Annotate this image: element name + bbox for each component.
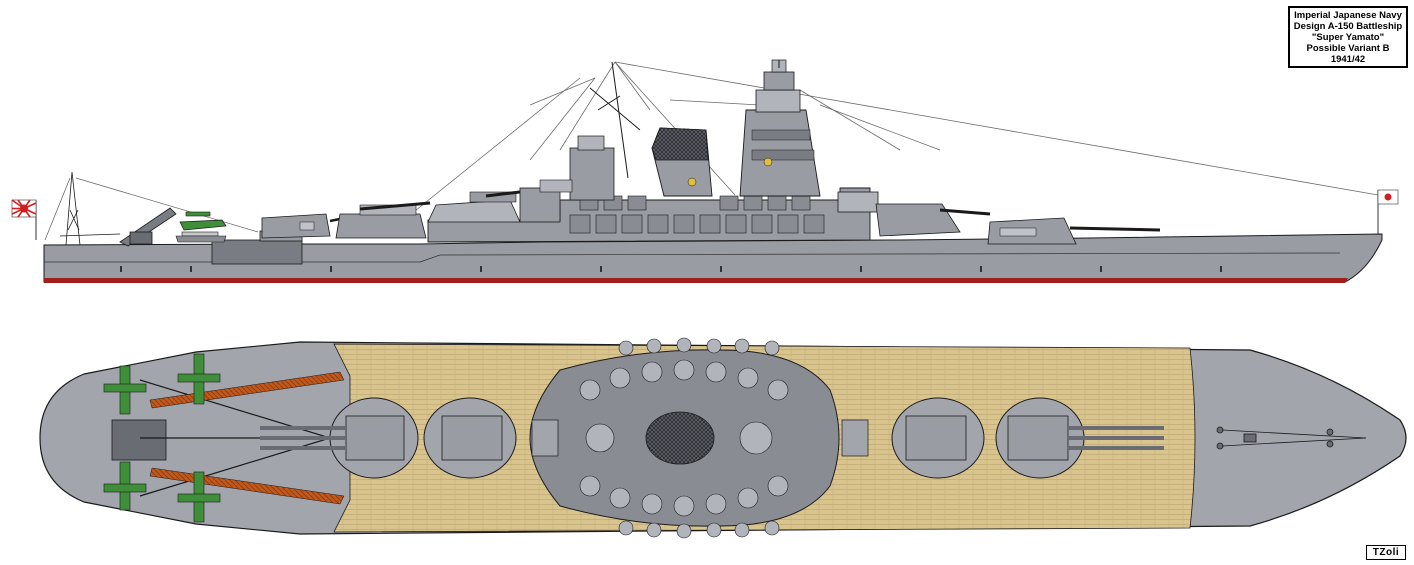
aft-tower xyxy=(539,135,615,201)
aft-turret-plan-2 xyxy=(423,397,517,479)
main-gun-turret-icon xyxy=(261,212,365,239)
aft-turret-3 xyxy=(335,201,431,239)
title-block: Imperial Japanese Navy Design A-150 Batt… xyxy=(1288,6,1408,68)
floatplane-icon xyxy=(103,353,221,523)
forward-pagoda-tower xyxy=(739,59,821,197)
forward-turret-1 xyxy=(987,217,1161,245)
catapult-hatch xyxy=(111,419,167,461)
title-line-nickname: "Super Yamato" xyxy=(1311,31,1385,43)
main-gun-turret-icon xyxy=(260,397,419,479)
aircraft-crane xyxy=(59,171,177,247)
title-line-design: Design A-150 Battleship xyxy=(1293,20,1403,32)
title-line-variant: Possible Variant B xyxy=(1306,42,1390,54)
side-profile-view xyxy=(11,59,1399,283)
aircraft-hangar xyxy=(211,239,303,265)
forward-turret-plan-2 xyxy=(891,397,985,479)
artist-signature: TZoli xyxy=(1366,545,1406,560)
hinomaru-jack-icon xyxy=(1377,189,1399,242)
bow-anchor-gear xyxy=(1216,426,1367,450)
forward-turret-2 xyxy=(837,191,991,237)
rigging-wires xyxy=(44,61,1379,241)
title-line-navy: Imperial Japanese Navy xyxy=(1294,9,1402,21)
aft-turret-2 xyxy=(427,187,561,223)
funnel xyxy=(651,127,713,197)
aa-mount-cluster xyxy=(569,195,825,234)
aa-mount-cluster-plan xyxy=(579,337,789,539)
title-line-year: 1941/42 xyxy=(1330,53,1366,65)
mainmast xyxy=(589,61,641,179)
secondary-turret-plan xyxy=(531,419,869,457)
portholes xyxy=(120,266,1222,272)
floatplane-icon xyxy=(175,211,227,243)
funnel-cap-plan xyxy=(645,411,715,465)
rising-sun-ensign-icon xyxy=(11,199,37,240)
plan-view xyxy=(39,337,1407,539)
boot-topping xyxy=(44,278,1348,283)
forward-turret-plan-1 xyxy=(995,397,1164,479)
